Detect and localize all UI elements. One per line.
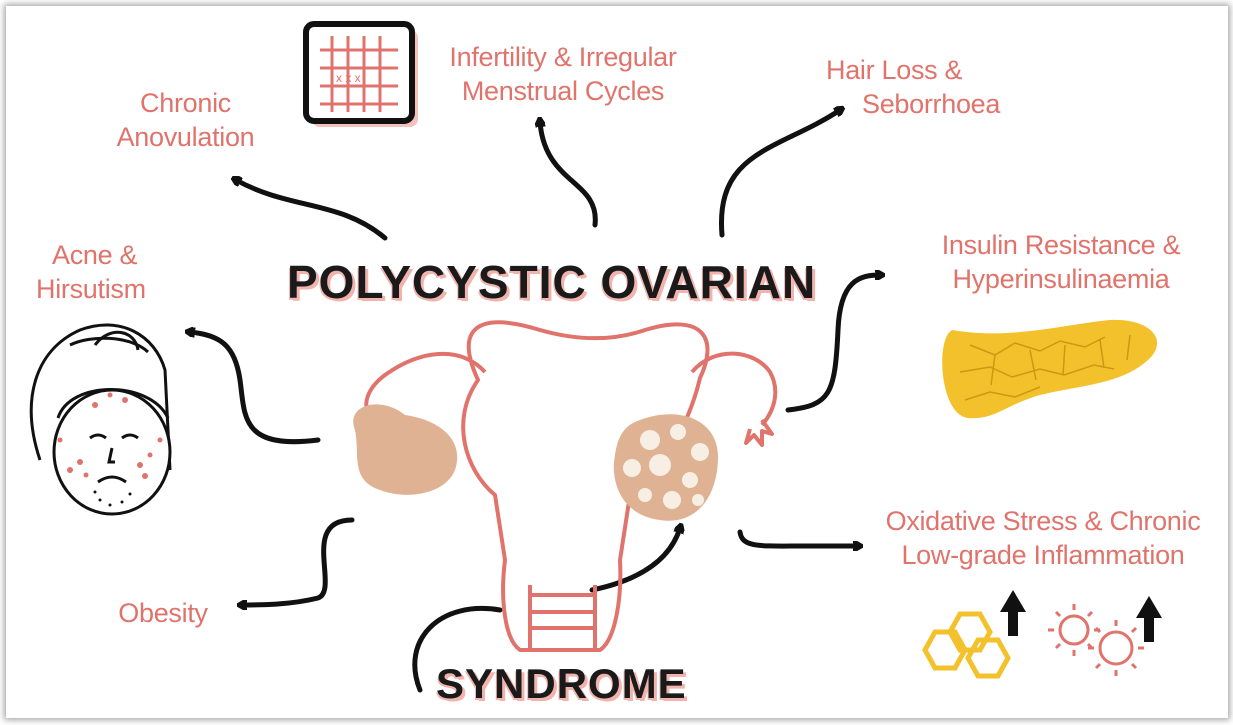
label-line: Chronic	[108, 86, 263, 120]
label-oxidative: Oxidative Stress & Chronic Low-grade Inf…	[866, 504, 1220, 572]
label-line: Acne &	[36, 238, 166, 272]
label-line: Insulin Resistance &	[916, 228, 1206, 262]
label-line: Hirsutism	[36, 272, 166, 306]
title-line-2: SYNDROME	[436, 660, 687, 708]
virus-icon	[1048, 604, 1144, 676]
pancreas-icon	[942, 320, 1157, 418]
arrow-to-infertility	[540, 122, 595, 225]
arrow-to-hairloss	[721, 110, 840, 235]
hexagon-molecule-icon	[925, 614, 1008, 676]
label-hair-loss: Hair Loss & Seborrhoea	[826, 53, 1021, 121]
label-acne: Acne & Hirsutism	[36, 238, 166, 306]
label-line: Infertility & Irregular	[432, 40, 694, 74]
right-ovary-icon	[614, 414, 718, 520]
face-with-acne-icon	[31, 325, 170, 514]
label-line: Low-grade Inflammation	[866, 538, 1220, 572]
up-arrow-icon	[1000, 590, 1162, 642]
label-infertility: Infertility & Irregular Menstrual Cycles	[432, 40, 694, 108]
arrow-to-oxidative	[740, 532, 858, 546]
label-line: Obesity	[108, 596, 218, 630]
label-chronic-anovulation: Chronic Anovulation	[108, 86, 263, 154]
label-insulin: Insulin Resistance & Hyperinsulinaemia	[916, 228, 1206, 296]
label-line: Oxidative Stress & Chronic	[866, 504, 1220, 538]
label-obesity: Obesity	[108, 596, 218, 630]
title-line-1: POLYCYSTIC OVARIAN	[287, 255, 816, 309]
arrow-to-obesity	[242, 520, 352, 605]
arrow-to-ovary	[592, 528, 680, 590]
arrow-to-acne	[190, 332, 318, 442]
label-line: Menstrual Cycles	[432, 74, 694, 108]
label-line: Hyperinsulinaemia	[916, 262, 1206, 296]
left-ovary-icon	[353, 404, 457, 494]
label-line: Hair Loss &	[826, 53, 1021, 87]
label-line: Anovulation	[108, 120, 263, 154]
arrow-to-anovulation	[236, 180, 385, 238]
calendar-icon: x x x	[306, 24, 418, 127]
svg-text:x x x: x x x	[336, 71, 361, 85]
label-line: Seborrhoea	[826, 87, 1021, 121]
